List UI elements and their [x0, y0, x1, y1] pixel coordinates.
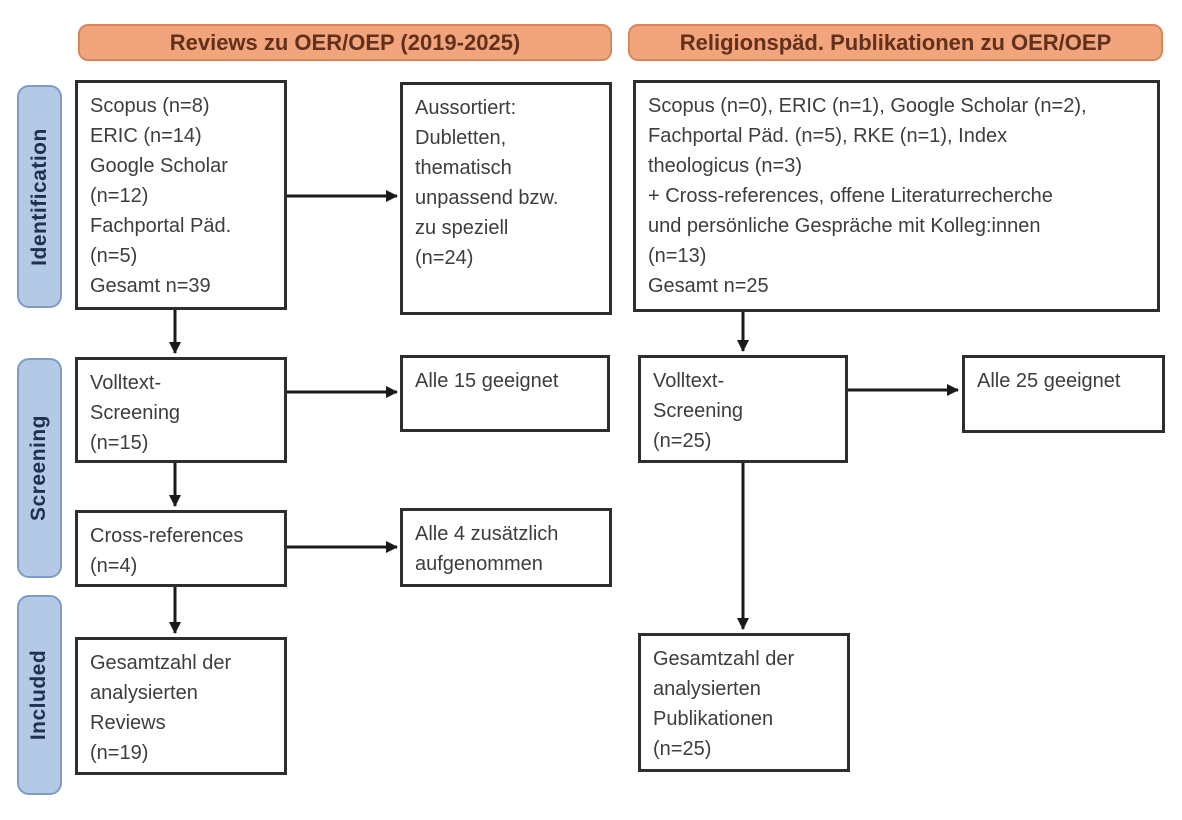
column-header-religionspaed: Religionspäd. Publikationen zu OER/OEP: [628, 24, 1163, 61]
box-reviews-included-total: Gesamtzahl der analysierten Reviews (n=1…: [75, 637, 287, 775]
box-reviews-crossreferences-result: Alle 4 zusätzlich aufgenommen: [400, 508, 612, 587]
box-reviews-fulltext-screening: Volltext- Screening (n=15): [75, 357, 287, 463]
box-relpaed-fulltext-screening: Volltext- Screening (n=25): [638, 355, 848, 463]
box-relpaed-sources: Scopus (n=0), ERIC (n=1), Google Scholar…: [633, 80, 1160, 312]
stage-label-identification: Identification: [17, 85, 62, 308]
column-header-reviews: Reviews zu OER/OEP (2019-2025): [78, 24, 612, 61]
stage-label-screening-text: Screening: [27, 414, 51, 522]
box-relpaed-fulltext-result: Alle 25 geeignet: [962, 355, 1165, 433]
box-reviews-sources: Scopus (n=8) ERIC (n=14) Google Scholar …: [75, 80, 287, 310]
box-reviews-crossreferences: Cross-references (n=4): [75, 510, 287, 587]
stage-label-included-text: Included: [27, 649, 51, 741]
stage-label-screening: Screening: [17, 358, 62, 578]
box-relpaed-included-total: Gesamtzahl der analysierten Publikatione…: [638, 633, 850, 772]
stage-label-included: Included: [17, 595, 62, 795]
box-reviews-fulltext-result: Alle 15 geeignet: [400, 355, 610, 432]
box-reviews-excluded: Aussortiert: Dubletten, thematisch unpas…: [400, 82, 612, 315]
stage-label-identification-text: Identification: [27, 127, 51, 266]
